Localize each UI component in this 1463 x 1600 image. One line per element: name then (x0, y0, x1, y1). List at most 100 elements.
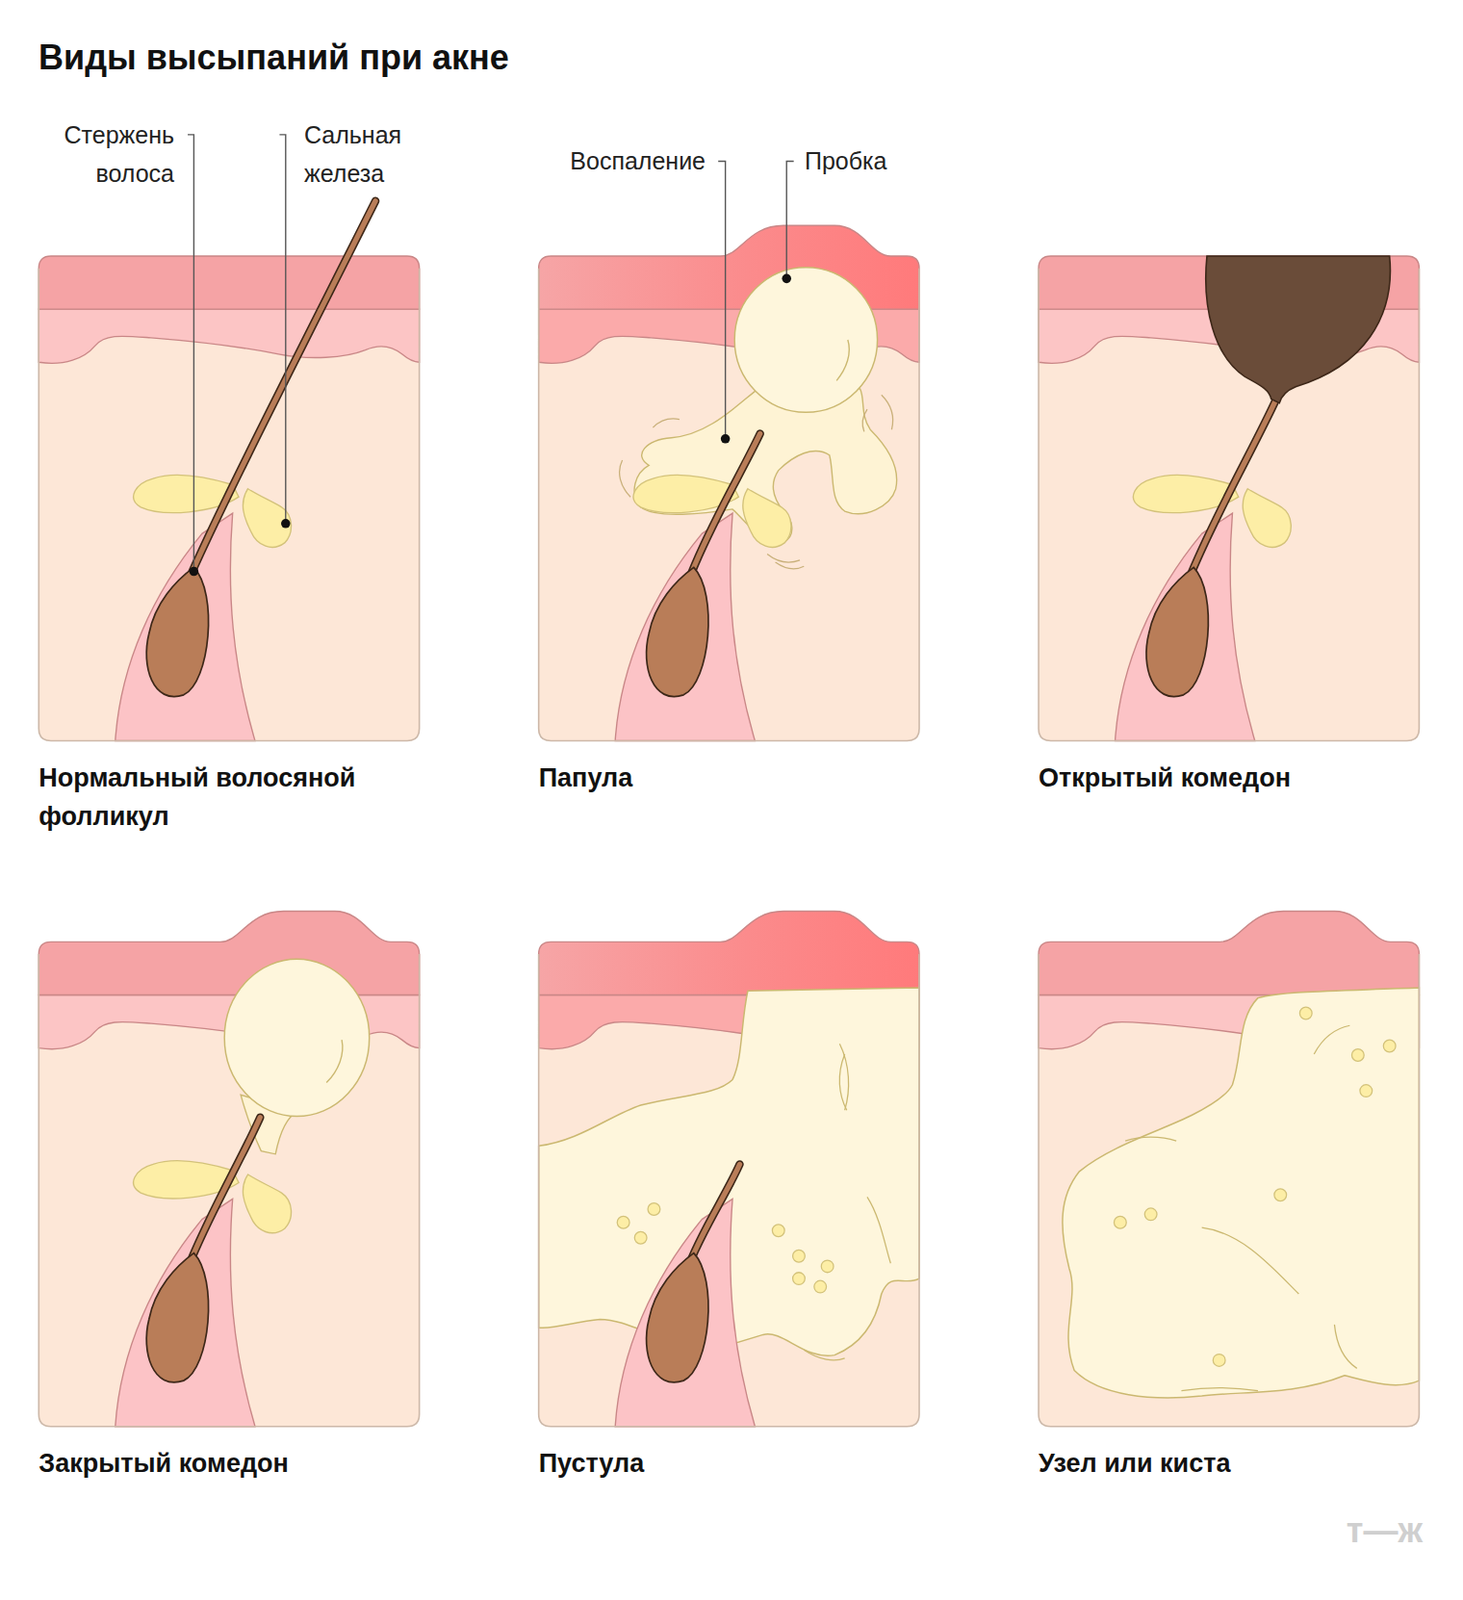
mark (1180, 1387, 1258, 1391)
title-wrap: Виды высыпаний при акне (38, 36, 510, 79)
closed-comedo-art (38, 911, 419, 1427)
hair-shaft-outline (692, 433, 761, 572)
dermis (539, 256, 920, 741)
dot (1299, 1006, 1312, 1020)
panel-outline (539, 953, 920, 1427)
skin-panel: Пустула (539, 941, 920, 1426)
plug-shading (326, 1039, 343, 1083)
dot (793, 1249, 806, 1262)
panel-caption: Папула (539, 758, 920, 797)
mark (652, 418, 680, 428)
dot (793, 1272, 806, 1285)
dot (647, 1203, 661, 1216)
mark (839, 1043, 848, 1110)
cyst-marks (1125, 1025, 1358, 1390)
hair-bulb (646, 566, 709, 696)
hair-shaft (191, 1117, 260, 1258)
epidermis-lower (38, 308, 419, 363)
watermark: т—ж (1278, 1509, 1423, 1552)
dot (1383, 1039, 1396, 1053)
leader-line (279, 134, 285, 524)
mark (1313, 1025, 1350, 1054)
hair-shaft (191, 201, 376, 573)
hair-shaft-outline (692, 1163, 741, 1258)
dot (1113, 1215, 1127, 1229)
normal-follicle-art (38, 201, 419, 742)
mark (881, 394, 894, 430)
papule-art (539, 225, 920, 741)
hair-shaft (692, 1163, 741, 1258)
hair-shaft-outline (1191, 398, 1277, 572)
leader-line (786, 160, 794, 279)
leader-lines (187, 134, 795, 572)
panel-outline (38, 268, 419, 742)
follicle-sheath (1115, 513, 1256, 741)
dot (821, 1259, 834, 1273)
cyst (1062, 987, 1420, 1398)
hair-shaft (692, 433, 761, 572)
panel-caption: Нормальный волосяной фолликул (38, 758, 419, 836)
skin-panel: Узел или киста (1038, 941, 1419, 1426)
mark (1334, 1324, 1357, 1369)
mark (1125, 1136, 1177, 1141)
epidermis-upper (38, 256, 419, 309)
mark (862, 409, 868, 432)
skin-panel: Нормальный волосяной фолликул (38, 256, 419, 741)
part-label: Воспаление (513, 141, 706, 180)
mark (803, 1349, 845, 1361)
dark-plug (1206, 256, 1391, 404)
follicle-sheath (615, 513, 755, 741)
mark (867, 1196, 891, 1263)
plug (734, 267, 877, 413)
diagram-title: Виды высыпаний при акне (38, 36, 510, 79)
panel-outline (38, 953, 419, 1427)
dot (1351, 1049, 1364, 1062)
cyst-dots (1113, 1006, 1396, 1366)
dot (1360, 1084, 1373, 1098)
mark (767, 554, 800, 563)
follicle-sheath (615, 1198, 755, 1426)
nodule-art (1038, 911, 1419, 1427)
hair-shaft (1191, 398, 1277, 572)
dot (616, 1215, 630, 1229)
mark (775, 562, 805, 569)
dot (1144, 1207, 1157, 1221)
label-wrap: Сальная железа (304, 115, 449, 193)
leader-line (718, 160, 725, 438)
hair-bulb (146, 1253, 208, 1383)
mark (619, 460, 631, 497)
part-label: Пробка (804, 141, 950, 180)
panel-outline (539, 268, 920, 742)
dot (1212, 1354, 1226, 1367)
label-wrap: т—ж (1278, 1509, 1423, 1552)
label-wrap: Стержень волоса (29, 115, 175, 193)
hair-shaft-outline (191, 201, 376, 573)
open-comedo-art (1038, 256, 1419, 741)
epidermis-upper (38, 911, 419, 996)
label-wrap: Пробка (804, 141, 950, 180)
hair-shaft-outline (191, 1117, 260, 1258)
dermis (1038, 256, 1419, 741)
panel-caption: Открытый комедон (1038, 758, 1419, 797)
hair-bulb (1146, 566, 1208, 696)
panel-caption: Пустула (539, 1443, 920, 1483)
hair-bulb (146, 566, 208, 696)
leader-line (187, 134, 194, 572)
epidermis-upper (539, 911, 920, 996)
skin-panel: Закрытый комедон (38, 941, 419, 1426)
dot (771, 1224, 785, 1237)
pustule-art (539, 911, 920, 1427)
pus-marks (803, 1043, 891, 1361)
mark (839, 1053, 847, 1110)
skin-panel: Открытый комедон (1038, 256, 1419, 741)
leader-dot (720, 434, 731, 444)
inflammation-marks (619, 394, 894, 569)
part-label: Стержень волоса (29, 115, 175, 193)
epidermis-upper (1038, 911, 1419, 996)
follicle-sheath (115, 1198, 256, 1426)
panel-outline (1038, 953, 1419, 1427)
dermis (1038, 941, 1419, 1426)
part-label: Сальная железа (304, 115, 449, 193)
